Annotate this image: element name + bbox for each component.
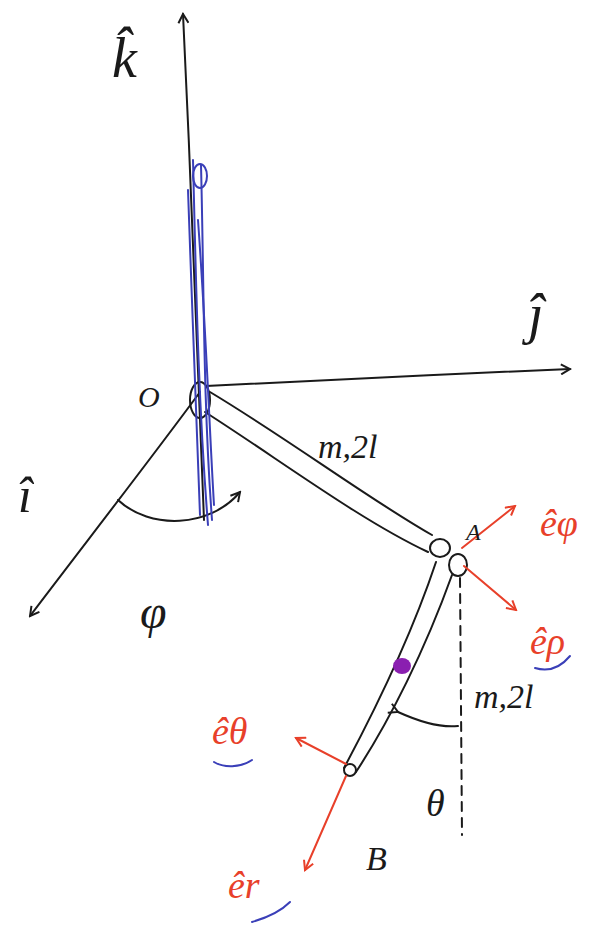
joint-a bbox=[430, 539, 450, 557]
underline bbox=[252, 902, 290, 922]
shaft bbox=[188, 190, 200, 515]
underline bbox=[214, 760, 252, 766]
sketch-label: O bbox=[138, 382, 160, 412]
vector-label: êθ bbox=[212, 712, 248, 750]
link-ab bbox=[356, 575, 452, 772]
sketch-label: m,2l bbox=[318, 430, 378, 464]
vector-label: êr bbox=[228, 866, 260, 904]
center-of-mass bbox=[393, 658, 411, 674]
unit-vector bbox=[462, 506, 515, 548]
shaft bbox=[198, 220, 214, 505]
sketch-label: φ bbox=[140, 588, 167, 636]
sketch-label: B bbox=[366, 842, 387, 876]
unit-vector bbox=[296, 738, 346, 764]
vector-label: êρ bbox=[530, 622, 565, 660]
sketch-label: θ bbox=[426, 784, 445, 822]
theta-arc bbox=[398, 712, 458, 726]
shaft-collar bbox=[193, 164, 207, 188]
point-b bbox=[344, 764, 356, 776]
vertical-reference bbox=[460, 578, 462, 835]
unit-vector bbox=[305, 776, 346, 870]
sketch-label: m,2l bbox=[474, 680, 534, 714]
sketch-label: A bbox=[466, 520, 481, 544]
link-oa bbox=[205, 412, 428, 552]
j-axis bbox=[206, 369, 570, 386]
unit-vector bbox=[464, 566, 516, 610]
i-axis bbox=[30, 392, 200, 616]
vector-label: êφ bbox=[540, 504, 578, 542]
sketch-label: k̂ bbox=[112, 30, 137, 86]
link-ab bbox=[344, 562, 436, 768]
joint-a bbox=[449, 554, 467, 576]
sketch-label: î bbox=[18, 470, 32, 520]
sketch-label: ĵ bbox=[528, 286, 544, 342]
link-oa bbox=[210, 392, 432, 535]
phi-arc bbox=[118, 492, 240, 521]
